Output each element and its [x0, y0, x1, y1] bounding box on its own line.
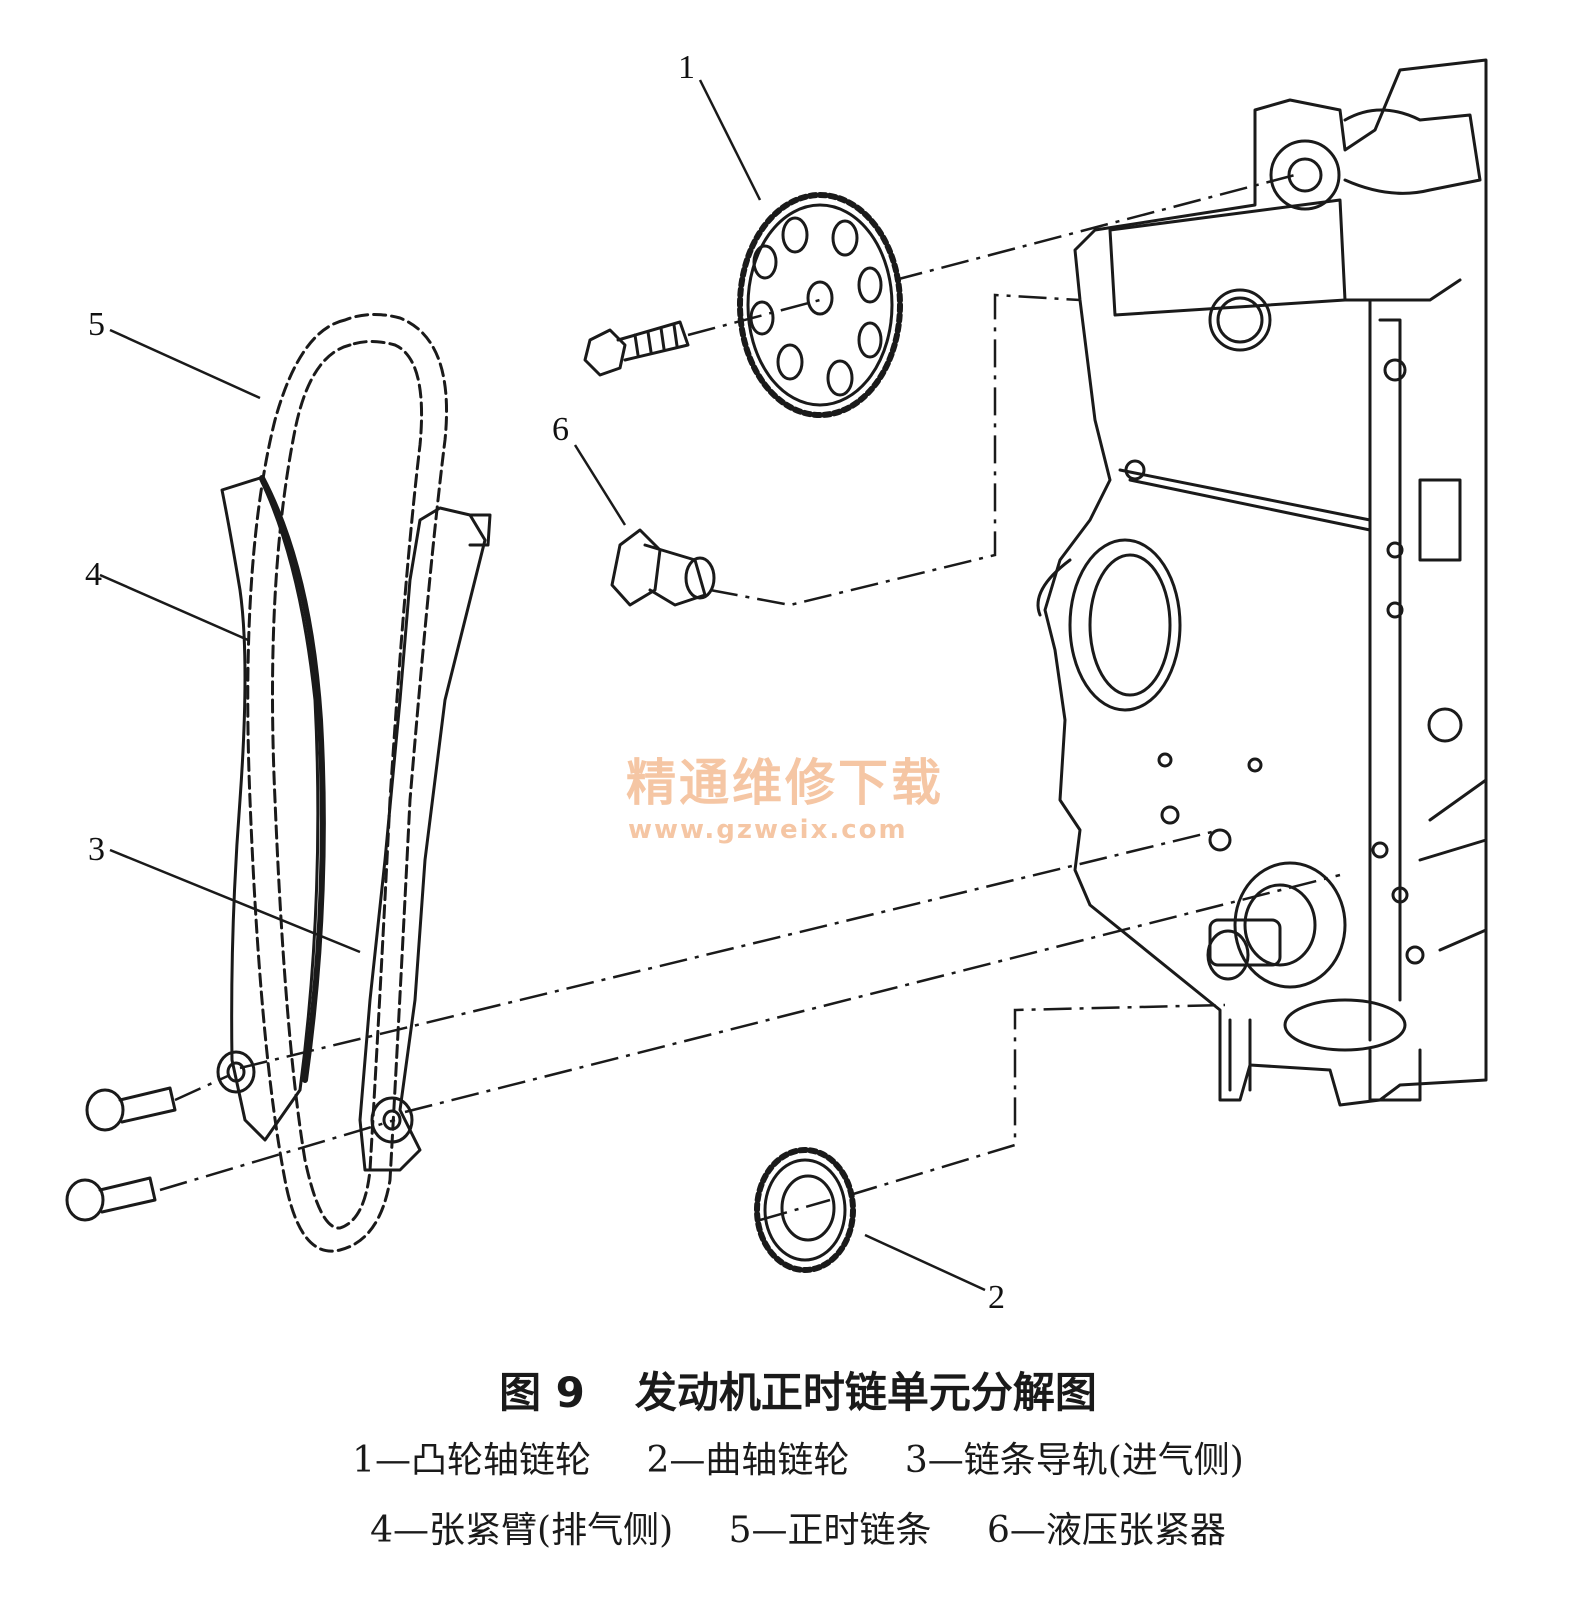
legend-item: 1—凸轮轴链轮: [352, 1440, 592, 1481]
callout-3: 3: [88, 831, 105, 868]
sprocket-bolt: [583, 320, 690, 377]
callout-1: 1: [678, 49, 695, 86]
tensioner-arm: [216, 475, 326, 1142]
legend-row-1: 1—凸轮轴链轮 2—曲轴链轮 3—链条导轨(进气侧): [0, 1426, 1596, 1496]
watermark-url: www.gzweix.com: [628, 815, 908, 845]
legend-item: 2—曲轴链轮: [646, 1440, 850, 1481]
crankshaft-sprocket: [754, 1147, 856, 1273]
figure-caption: 图 9 发动机正时链单元分解图 1—凸轮轴链轮 2—曲轴链轮 3—链条导轨(进气侧…: [0, 1360, 1596, 1566]
callout-6: 6: [552, 411, 569, 448]
legend-row-2: 4—张紧臂(排气侧) 5—正时链条 6—液压张紧器: [0, 1496, 1596, 1566]
callout-2: 2: [988, 1279, 1005, 1316]
callout-4: 4: [85, 556, 102, 593]
legend-item: 4—张紧臂(排气侧): [370, 1510, 674, 1551]
legend-item: 5—正时链条: [728, 1510, 932, 1551]
chain-guide-intake: [358, 506, 492, 1172]
centerlines: [159, 173, 1341, 1222]
watermark-text: 精通维修下载: [626, 754, 944, 812]
camshaft-sprocket: [737, 192, 903, 418]
figure-title: 图 9 发动机正时链单元分解图: [0, 1360, 1596, 1426]
figure-title-text: 发动机正时链单元分解图: [634, 1368, 1097, 1417]
legend-item: 6—液压张紧器: [986, 1510, 1226, 1551]
legend-item: 3—链条导轨(进气侧): [904, 1440, 1244, 1481]
callout-5: 5: [88, 306, 105, 343]
figure-number: 图 9: [499, 1368, 585, 1417]
engine-block: [1036, 58, 1488, 1107]
exploded-view-diagram: 1 2 3 4 5 6 精通维修下载 www.gzweix.com: [65, 49, 1488, 1316]
timing-chain: [246, 313, 449, 1253]
hydraulic-tensioner: [610, 528, 716, 607]
leader-lines: [99, 79, 986, 1292]
guide-bolts: [65, 1086, 177, 1222]
